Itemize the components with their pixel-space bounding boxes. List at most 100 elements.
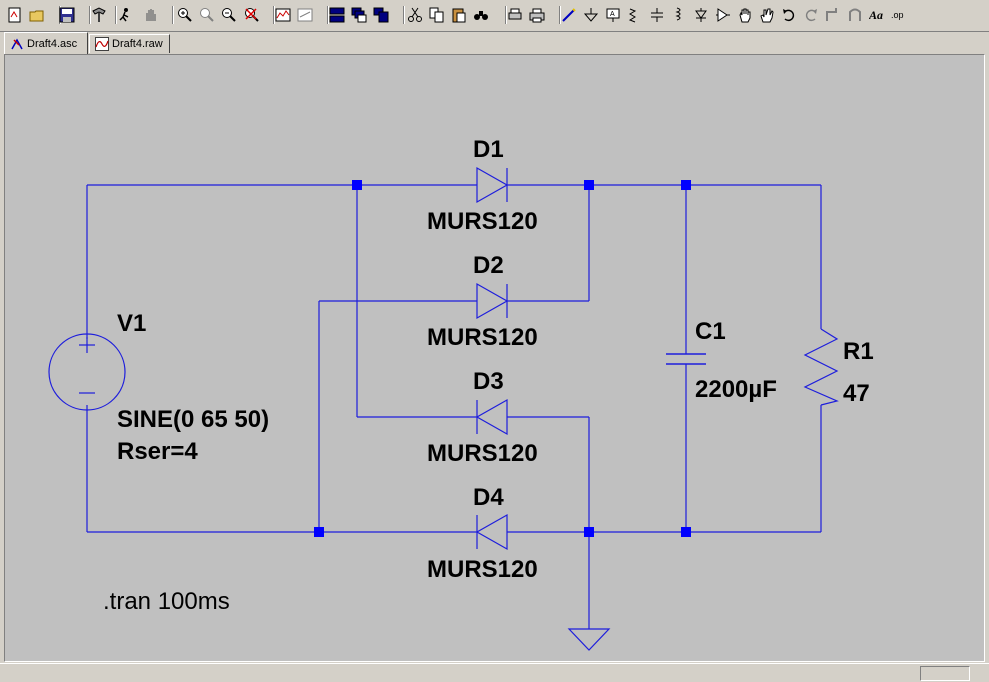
open-button[interactable] (27, 5, 47, 25)
d3-name-label: D3 (473, 368, 504, 395)
v1-name-label: V1 (117, 310, 146, 337)
capacitor-button[interactable] (647, 5, 667, 25)
resistor-button[interactable] (625, 5, 645, 25)
component-button[interactable] (713, 5, 733, 25)
diode-d2[interactable] (476, 282, 509, 320)
c1-name-label: C1 (695, 318, 726, 345)
tile-vertical-button[interactable] (371, 5, 391, 25)
label-net-icon: A (606, 8, 620, 22)
run-button[interactable] (115, 5, 135, 25)
rotate-button[interactable] (823, 5, 843, 25)
tile-horizontal-button[interactable] (327, 5, 347, 25)
tab-label: Draft4.asc (27, 37, 78, 50)
zoom-full-button[interactable] (197, 5, 217, 25)
r1-name-label: R1 (843, 338, 874, 365)
spice-directive-icon: .op (891, 10, 904, 20)
c1-value-label: 2200µF (695, 376, 777, 403)
d1-value-label: MURS120 (427, 208, 538, 235)
paste-icon (452, 8, 466, 23)
ground-button[interactable] (581, 5, 601, 25)
d1-name-label: D1 (473, 136, 504, 163)
redo-button[interactable] (801, 5, 821, 25)
tab-draft4-raw[interactable]: Draft4.raw (89, 34, 170, 53)
move-button[interactable] (735, 5, 755, 25)
mirror-button[interactable] (845, 5, 865, 25)
spice-directive-button[interactable]: .op (889, 5, 909, 25)
zoom-in-icon (178, 8, 192, 22)
plot-settings-icon (275, 8, 291, 22)
open-icon (29, 10, 44, 22)
autorange-icon (297, 8, 313, 22)
toolbar-separator (115, 6, 117, 24)
capacitor-c1[interactable] (666, 353, 706, 365)
paste-button[interactable] (449, 5, 469, 25)
diode-d3[interactable] (475, 398, 508, 436)
resistor-r1[interactable] (803, 328, 839, 406)
voltage-source-v1[interactable] (48, 333, 126, 411)
halt-button[interactable] (141, 5, 161, 25)
zoom-in-button[interactable] (175, 5, 195, 25)
d2-value-label: MURS120 (427, 324, 538, 351)
d4-name-label: D4 (473, 484, 504, 511)
junction-node (314, 527, 324, 537)
diode-d4[interactable] (475, 513, 508, 551)
cascade-button[interactable] (349, 5, 369, 25)
tile-horizontal-icon (329, 7, 345, 23)
save-icon (59, 7, 75, 23)
undo-button[interactable] (779, 5, 799, 25)
control-panel-button[interactable] (89, 5, 109, 25)
wire-button[interactable] (559, 5, 579, 25)
junction-node (584, 527, 594, 537)
find-icon (474, 11, 488, 20)
tab-draft4-asc[interactable]: Draft4.asc (4, 32, 88, 54)
schematic-canvas[interactable]: D1 MURS120 D2 MURS120 D3 MURS120 D4 MURS… (4, 54, 985, 662)
save-button[interactable] (57, 5, 77, 25)
move-icon (739, 8, 751, 23)
d4-value-label: MURS120 (427, 556, 538, 583)
v1-value-label: SINE(0 65 50) (117, 406, 269, 433)
spice-directive[interactable]: .tran 100ms (103, 588, 230, 615)
redo-icon (805, 9, 817, 22)
autorange-button[interactable] (295, 5, 315, 25)
resistor-icon (628, 8, 637, 23)
waveform-icon (95, 37, 109, 51)
ground-icon (583, 8, 599, 22)
zoom-out-button[interactable] (219, 5, 239, 25)
cut-button[interactable] (405, 5, 425, 25)
print-button[interactable] (527, 5, 547, 25)
r1-value-label: 47 (843, 380, 870, 407)
wires (86, 184, 822, 629)
print-setup-button[interactable] (505, 5, 525, 25)
capacitor-icon (651, 8, 663, 22)
drag-button[interactable] (757, 5, 777, 25)
d2-name-label: D2 (473, 252, 504, 279)
copy-button[interactable] (427, 5, 447, 25)
toolbar-separator (273, 6, 275, 24)
component-icon (716, 8, 730, 22)
text-button[interactable]: Aa (867, 5, 887, 25)
label-net-button[interactable]: A (603, 5, 623, 25)
zoom-cancel-button[interactable] (242, 5, 262, 25)
run-icon (119, 8, 129, 22)
tile-vertical-icon (373, 7, 389, 23)
ground-symbol[interactable] (567, 628, 611, 651)
control-panel-icon (92, 7, 106, 22)
find-button[interactable] (471, 5, 491, 25)
diode-icon (695, 8, 707, 22)
new-schematic-button[interactable] (5, 5, 25, 25)
cascade-icon (351, 7, 367, 23)
toolbar-separator (403, 6, 405, 24)
toolbar-separator (505, 6, 507, 24)
new-schematic-icon (8, 7, 21, 23)
text-icon: Aa (869, 8, 883, 22)
diode-button[interactable] (691, 5, 711, 25)
status-bar (0, 663, 989, 682)
plot-settings-button[interactable] (273, 5, 293, 25)
zoom-full-icon (200, 8, 214, 22)
v1-param-label: Rser=4 (117, 438, 198, 465)
inductor-button[interactable] (669, 5, 689, 25)
diode-d1[interactable] (476, 166, 509, 204)
toolbar: A Aa .op (0, 0, 989, 32)
svg-text:.op: .op (891, 10, 904, 20)
mirror-icon (849, 8, 861, 21)
